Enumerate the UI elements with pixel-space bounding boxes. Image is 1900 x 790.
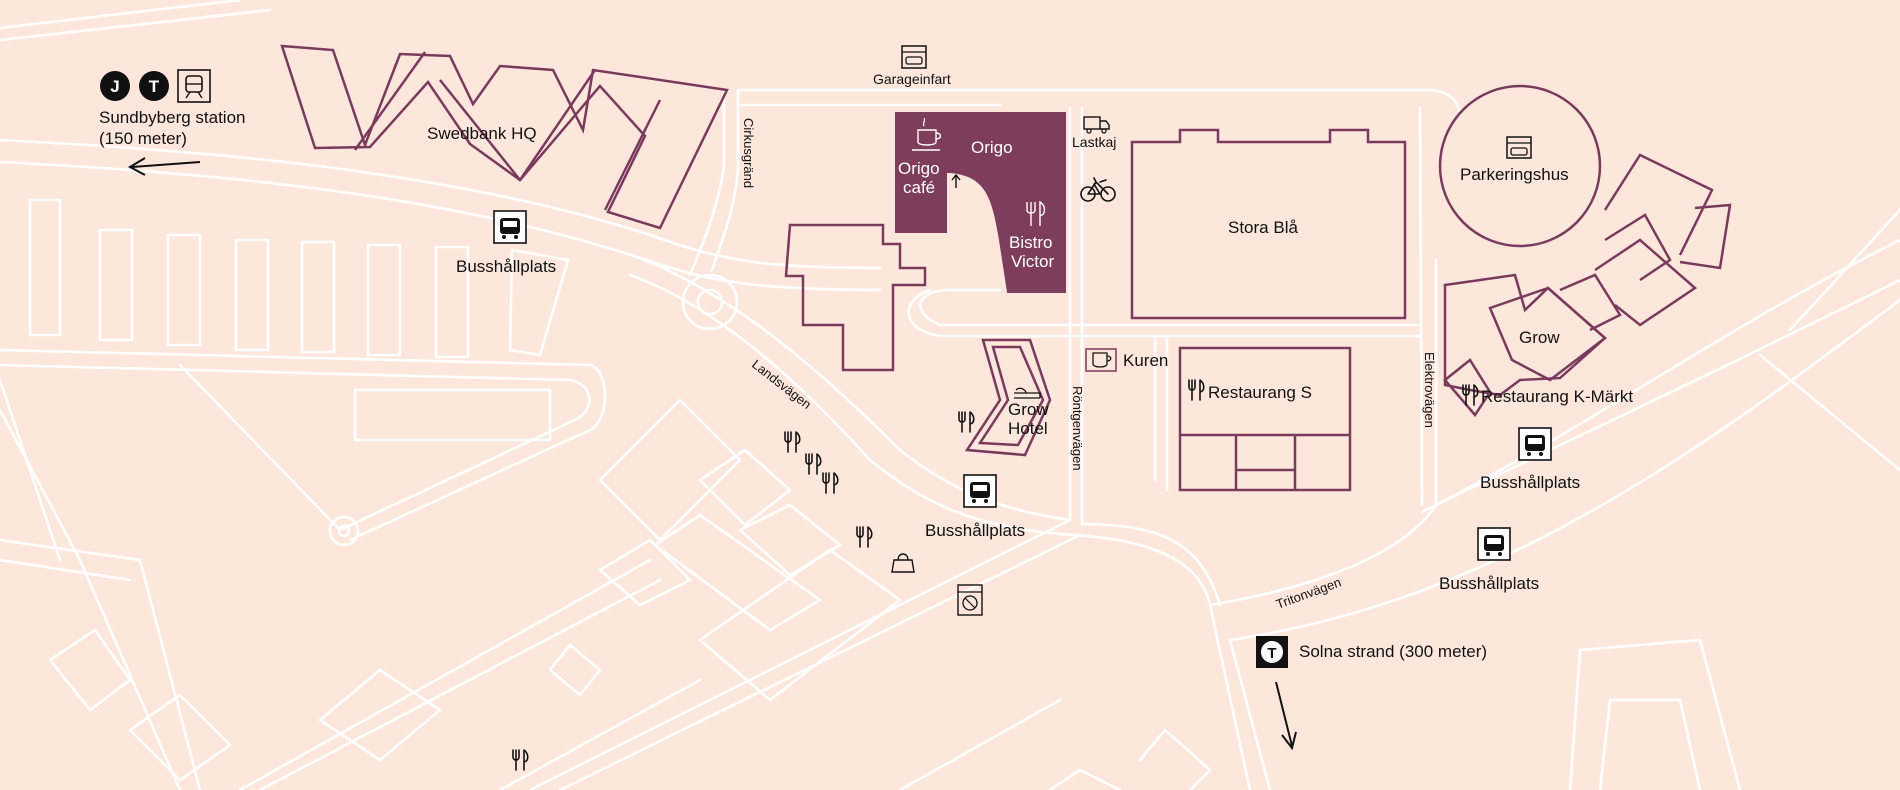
bistro-victor-label-2: Victor — [1011, 252, 1054, 271]
svg-text:T: T — [1267, 645, 1276, 662]
svg-text:T: T — [149, 77, 160, 96]
sundbyberg-distance-label: (150 meter) — [99, 129, 187, 148]
cutlery-icon-grow — [958, 411, 975, 433]
solna-strand-label: Solna strand (300 meter) — [1299, 642, 1487, 661]
bus-stop-icon-4 — [1477, 527, 1511, 561]
bus-stop-label-2: Busshållplats — [925, 521, 1025, 540]
cutlery-icon-landsvagen-2 — [805, 453, 822, 475]
bus-stop-icon-2 — [963, 474, 997, 508]
restaurant-cutlery-icon — [1026, 200, 1046, 226]
grow-hotel-label-1: Grow — [1008, 400, 1049, 419]
origo-building — [895, 112, 1066, 293]
garage-car-icon — [901, 45, 927, 69]
cirkusgrand-road-label: Cirkusgränd — [741, 118, 756, 188]
svg-text:J: J — [110, 77, 119, 96]
grow-hotel-building — [964, 338, 1052, 457]
icons: J T — [100, 45, 1552, 771]
parkeringshus-building — [1438, 84, 1602, 248]
kuren-label: Kuren — [1123, 351, 1168, 370]
cutlery-icon-landsvagen-1 — [784, 431, 801, 453]
buildings — [280, 44, 1732, 492]
restaurang-s-cutlery-icon — [1188, 379, 1205, 401]
rontgenvagen-road-label: Röntgenvägen — [1070, 386, 1085, 471]
landsvagen-road-label: Landsvägen — [749, 357, 814, 412]
stora-bla-label: Stora Blå — [1228, 218, 1298, 237]
bistro-victor-label-1: Bistro — [1009, 233, 1052, 252]
bus-stop-label-3: Busshållplats — [1480, 473, 1580, 492]
cutlery-icon-south-1 — [856, 526, 873, 548]
lastkaj-label: Lastkaj — [1072, 134, 1116, 150]
restaurang-s-building — [1178, 346, 1352, 492]
commuter-rail-badge-icon: J — [100, 71, 130, 101]
coffee-cup-icon — [912, 117, 942, 151]
solna-metro-badge-icon: T — [1256, 636, 1288, 668]
origo-cafe-label-1: Origo — [898, 159, 940, 178]
swedbank-hq-label: Swedbank HQ — [427, 124, 537, 143]
restaurang-k-cutlery-icon — [1462, 384, 1479, 406]
bus-stop-label-4: Busshållplats — [1439, 574, 1539, 593]
arrow-left-icon — [127, 157, 201, 176]
garageinfart-label: Garageinfart — [873, 71, 951, 87]
parking-garage-icon — [1506, 136, 1532, 159]
labels: Sundbyberg station (150 meter) Swedbank … — [99, 71, 1633, 661]
shopping-bag-icon — [891, 553, 915, 573]
stora-bla-building — [1130, 128, 1407, 320]
parkeringshus-label: Parkeringshus — [1460, 165, 1569, 184]
elektrovagen-road-label: Elektrovägen — [1422, 352, 1437, 428]
bus-stop-label-1: Busshållplats — [456, 257, 556, 276]
grow-hotel-label-2: Hotel — [1008, 419, 1048, 438]
sundbyberg-station-label: Sundbyberg station — [99, 108, 246, 127]
bus-stop-icon-1 — [493, 210, 527, 244]
restaurang-k-label: Restaurang K-Märkt — [1481, 387, 1633, 406]
restaurang-s-label: Restaurang S — [1208, 383, 1312, 402]
office-building-west — [784, 223, 927, 372]
train-icon — [177, 69, 211, 103]
delivery-truck-icon — [1083, 116, 1110, 134]
hotel-bed-icon — [1014, 387, 1041, 399]
grow-label: Grow — [1519, 328, 1560, 347]
origo-cafe-label-2: café — [903, 178, 935, 197]
cutlery-icon-landsvagen-3 — [822, 472, 839, 494]
tritonvagen-road-label: Tritonvägen — [1274, 574, 1343, 611]
metro-badge-icon: T — [139, 71, 169, 101]
bicycle-icon — [1080, 177, 1116, 202]
entrance-arrow-icon — [951, 173, 961, 188]
swedbank-hq-building — [280, 44, 729, 230]
kuren-coffee-icon — [1085, 348, 1117, 372]
bus-stop-icon-3 — [1518, 427, 1552, 461]
washing-machine-icon — [957, 584, 983, 616]
arrow-down-icon — [1275, 681, 1297, 751]
cutlery-icon-south-2 — [512, 749, 529, 771]
origo-label: Origo — [971, 138, 1013, 157]
